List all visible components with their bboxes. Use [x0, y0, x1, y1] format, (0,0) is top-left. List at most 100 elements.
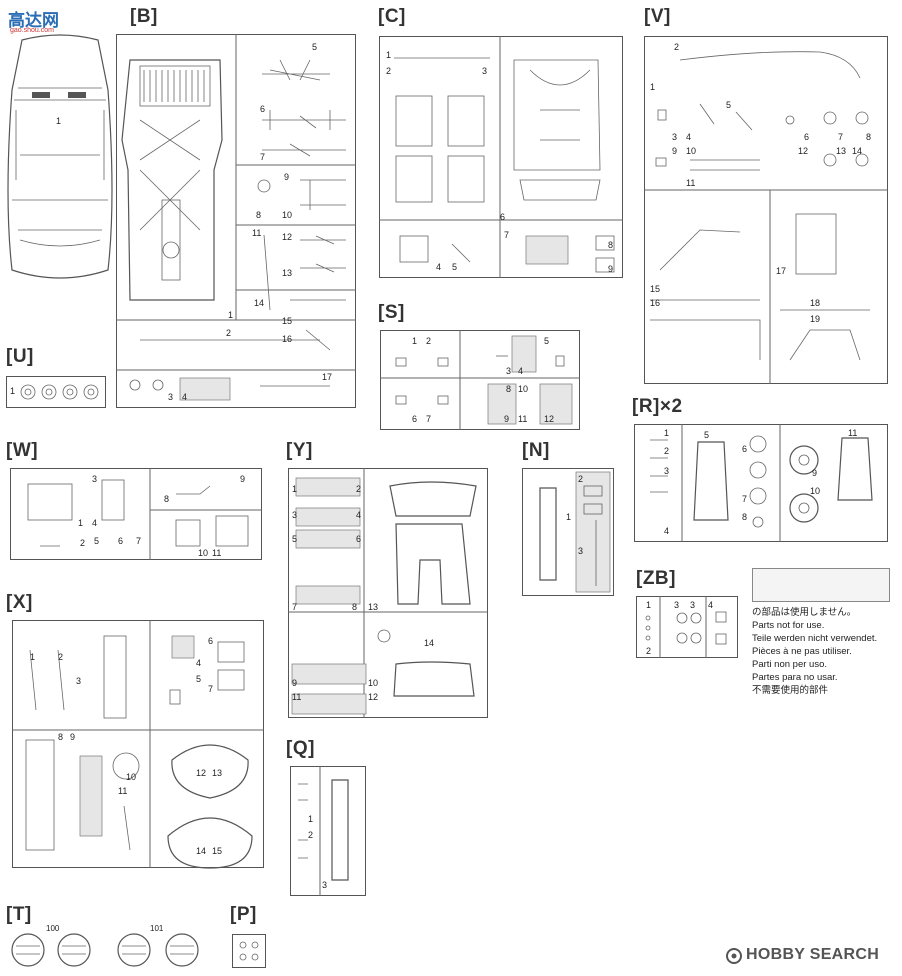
y-part-5: 5 [292, 534, 298, 544]
s-part-6: 6 [412, 414, 418, 424]
x-part-6: 6 [208, 636, 214, 646]
w-part-10: 10 [198, 548, 209, 558]
y-part-6: 6 [356, 534, 362, 544]
y-part-13: 13 [368, 602, 379, 612]
sprue-label-u: [U] [6, 346, 34, 367]
logo-text: 高达网 [8, 11, 59, 31]
y-part-3: 3 [292, 510, 298, 520]
v-part-9: 9 [672, 146, 678, 156]
r-part-2: 2 [664, 446, 670, 456]
sprue-label-t: [T] [6, 904, 32, 925]
t-part-100: 100 [46, 924, 60, 933]
note-line-de: Teile werden nicht verwendet. [752, 633, 878, 644]
sprue-label-q: [Q] [286, 738, 315, 759]
x-part-3: 3 [76, 676, 82, 686]
sprue-label-y: [Y] [286, 440, 313, 461]
y-part-12: 12 [368, 692, 379, 702]
c-part-9: 9 [608, 264, 614, 274]
note-line-en: Parts not for use. [752, 620, 825, 631]
c-part-4: 4 [436, 262, 442, 272]
y-part-9: 9 [292, 678, 298, 688]
sprue-label-s: [S] [378, 302, 405, 323]
b-part-2: 2 [226, 328, 232, 338]
r-part-3: 3 [664, 466, 670, 476]
s-part-8: 8 [506, 384, 512, 394]
s-part-9: 9 [504, 414, 510, 424]
w-part-1: 1 [78, 518, 84, 528]
body-part-number: 1 [56, 116, 62, 126]
not-for-use-swatch [752, 568, 890, 602]
sprue-label-r: [R]×2 [632, 396, 683, 417]
b-part-16: 16 [282, 334, 293, 344]
logo-subtext: gao.shou.com [10, 27, 54, 34]
v-part-4: 4 [686, 132, 692, 142]
sprue-label-c: [C] [378, 6, 406, 27]
q-part-1: 1 [308, 814, 314, 824]
zb-part-1: 1 [646, 600, 652, 610]
x-part-14: 14 [196, 846, 207, 856]
w-part-5: 5 [94, 536, 100, 546]
v-part-1: 1 [650, 82, 656, 92]
v-part-10: 10 [686, 146, 697, 156]
n-part-2: 2 [578, 474, 584, 484]
v-part-14: 14 [852, 146, 863, 156]
x-part-12: 12 [196, 768, 207, 778]
v-part-15: 15 [650, 284, 661, 294]
x-part-10: 10 [126, 772, 137, 782]
b-part-11: 11 [252, 228, 262, 238]
s-part-12: 12 [544, 414, 555, 424]
b-part-4: 4 [182, 392, 188, 402]
y-part-4: 4 [356, 510, 362, 520]
sprue-label-v: [V] [644, 6, 671, 27]
x-part-8: 8 [58, 732, 64, 742]
note-line-fr: Pièces à ne pas utiliser. [752, 646, 852, 657]
r-part-1: 1 [664, 428, 670, 438]
r-part-8: 8 [742, 512, 748, 522]
s-part-10: 10 [518, 384, 529, 394]
y-part-1: 1 [292, 484, 298, 494]
v-part-13: 13 [836, 146, 847, 156]
r-part-7: 7 [742, 494, 748, 504]
y-part-8: 8 [352, 602, 358, 612]
s-part-5: 5 [544, 336, 550, 346]
b-part-1: 1 [228, 310, 234, 320]
s-part-3: 3 [506, 366, 512, 376]
x-part-1: 1 [30, 652, 36, 662]
note-line-it: Parti non per uso. [752, 659, 827, 670]
w-part-4: 4 [92, 518, 98, 528]
c-part-7: 7 [504, 230, 510, 240]
v-part-2: 2 [674, 42, 680, 52]
s-part-1: 1 [412, 336, 418, 346]
watermark-text: HOBBY SEARCH [746, 946, 880, 963]
sprue-label-x: [X] [6, 592, 33, 613]
r-part-6: 6 [742, 444, 748, 454]
sprue-label-p: [P] [230, 904, 257, 925]
v-part-3: 3 [672, 132, 678, 142]
b-part-8: 8 [256, 210, 262, 220]
v-part-8: 8 [866, 132, 872, 142]
w-part-11: 11 [212, 548, 222, 558]
b-part-5: 5 [312, 42, 318, 52]
r-part-5: 5 [704, 430, 710, 440]
r-part-11: 11 [848, 428, 858, 438]
s-part-7: 7 [426, 414, 432, 424]
sprue-r [634, 424, 888, 542]
zb-part-2: 2 [646, 646, 652, 656]
v-part-5: 5 [726, 100, 732, 110]
v-part-19: 19 [810, 314, 821, 324]
w-part-8: 8 [164, 494, 170, 504]
sprue-label-n: [N] [522, 440, 550, 461]
x-part-13: 13 [212, 768, 223, 778]
zb-part-4: 4 [708, 600, 714, 610]
b-part-14: 14 [254, 298, 265, 308]
t-part-101: 101 [150, 924, 164, 933]
